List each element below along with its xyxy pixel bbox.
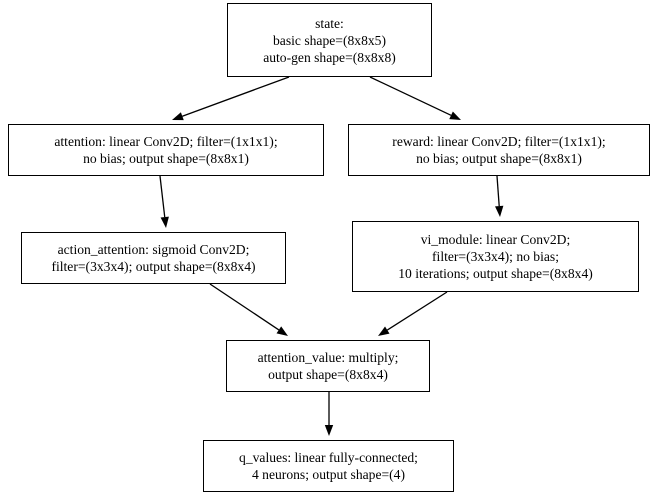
edge-state-to-attention — [182, 76, 290, 117]
node-reward-line-1: reward: linear Conv2D; filter=(1x1x1); — [392, 134, 606, 149]
edge-action_attention-to-attention_value — [209, 283, 280, 331]
node-action-attention-line-1: action_attention: sigmoid Conv2D; — [57, 242, 250, 257]
node-vi-module-line-2: filter=(3x3x4); no bias; — [432, 249, 559, 264]
node-attention-value-line-2: output shape=(8x8x4) — [268, 367, 388, 382]
arrowhead-vi_module-to-attention_value — [378, 326, 390, 336]
node-attention-value-line-1: attention_value: multiply; — [257, 350, 399, 365]
arrowhead-state-to-attention — [172, 112, 184, 121]
node-q-values-line-1: q_values: linear fully-connected; — [239, 450, 418, 465]
node-attention[interactable]: attention: linear Conv2D; filter=(1x1x1)… — [8, 124, 324, 176]
node-state-line-3: auto-gen shape=(8x8x8) — [263, 49, 396, 65]
node-state-line-2: basic shape=(8x8x5) — [273, 32, 386, 48]
node-state-line-1: state: — [315, 15, 344, 31]
node-reward[interactable]: reward: linear Conv2D; filter=(1x1x1); n… — [348, 124, 650, 176]
arrowhead-attention-to-action_attention — [160, 216, 169, 228]
node-state[interactable]: state: basic shape=(8x8x5) auto-gen shap… — [227, 3, 432, 77]
edge-state-to-reward — [369, 76, 452, 116]
node-attention-line-1: attention: linear Conv2D; filter=(1x1x1)… — [54, 134, 278, 149]
node-vi-module-line-1: vi_module: linear Conv2D; — [420, 232, 571, 247]
node-reward-line-2: no bias; output shape=(8x8x1) — [416, 151, 582, 166]
edge-attention-to-action_attention — [159, 175, 166, 218]
node-q-values[interactable]: q_values: linear fully-connected; 4 neur… — [203, 440, 454, 492]
node-vi-module-line-3: 10 iterations; output shape=(8x8x4) — [398, 266, 593, 281]
node-action-attention-line-2: filter=(3x3x4); output shape=(8x8x4) — [51, 259, 256, 274]
node-attention-value[interactable]: attention_value: multiply; output shape=… — [226, 340, 430, 392]
arrowhead-attention_value-to-q_values — [324, 425, 334, 436]
arrowhead-reward-to-vi_module — [495, 205, 504, 217]
node-action-attention[interactable]: action_attention: sigmoid Conv2D; filter… — [21, 232, 286, 284]
edge-vi_module-to-attention_value — [386, 291, 448, 331]
node-q-values-line-2: 4 neurons; output shape=(4) — [251, 467, 406, 482]
node-vi-module[interactable]: vi_module: linear Conv2D; filter=(3x3x4)… — [352, 221, 639, 292]
arrowhead-action_attention-to-attention_value — [276, 326, 288, 336]
arrowhead-state-to-reward — [449, 111, 461, 120]
node-attention-line-2: no bias; output shape=(8x8x1) — [83, 151, 249, 166]
edge-reward-to-vi_module — [496, 175, 500, 207]
